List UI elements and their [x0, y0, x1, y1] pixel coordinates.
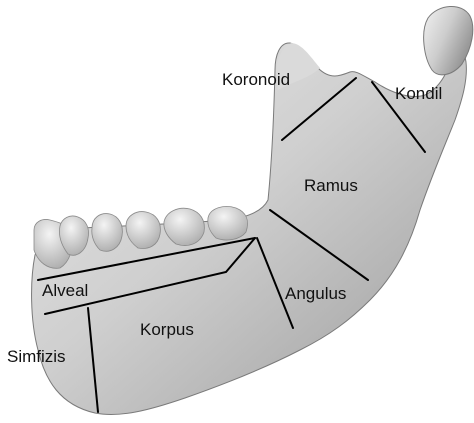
- label-angulus: Angulus: [285, 284, 346, 303]
- label-ramus: Ramus: [304, 176, 358, 195]
- label-koronoid: Koronoid: [222, 70, 290, 89]
- label-alveal: Alveal: [42, 281, 88, 300]
- tooth-shape: [92, 214, 123, 252]
- tooth-shape: [208, 206, 248, 240]
- label-korpus: Korpus: [140, 320, 194, 339]
- label-kondil: Kondil: [395, 84, 442, 103]
- label-simfizis: Simfizis: [7, 347, 66, 366]
